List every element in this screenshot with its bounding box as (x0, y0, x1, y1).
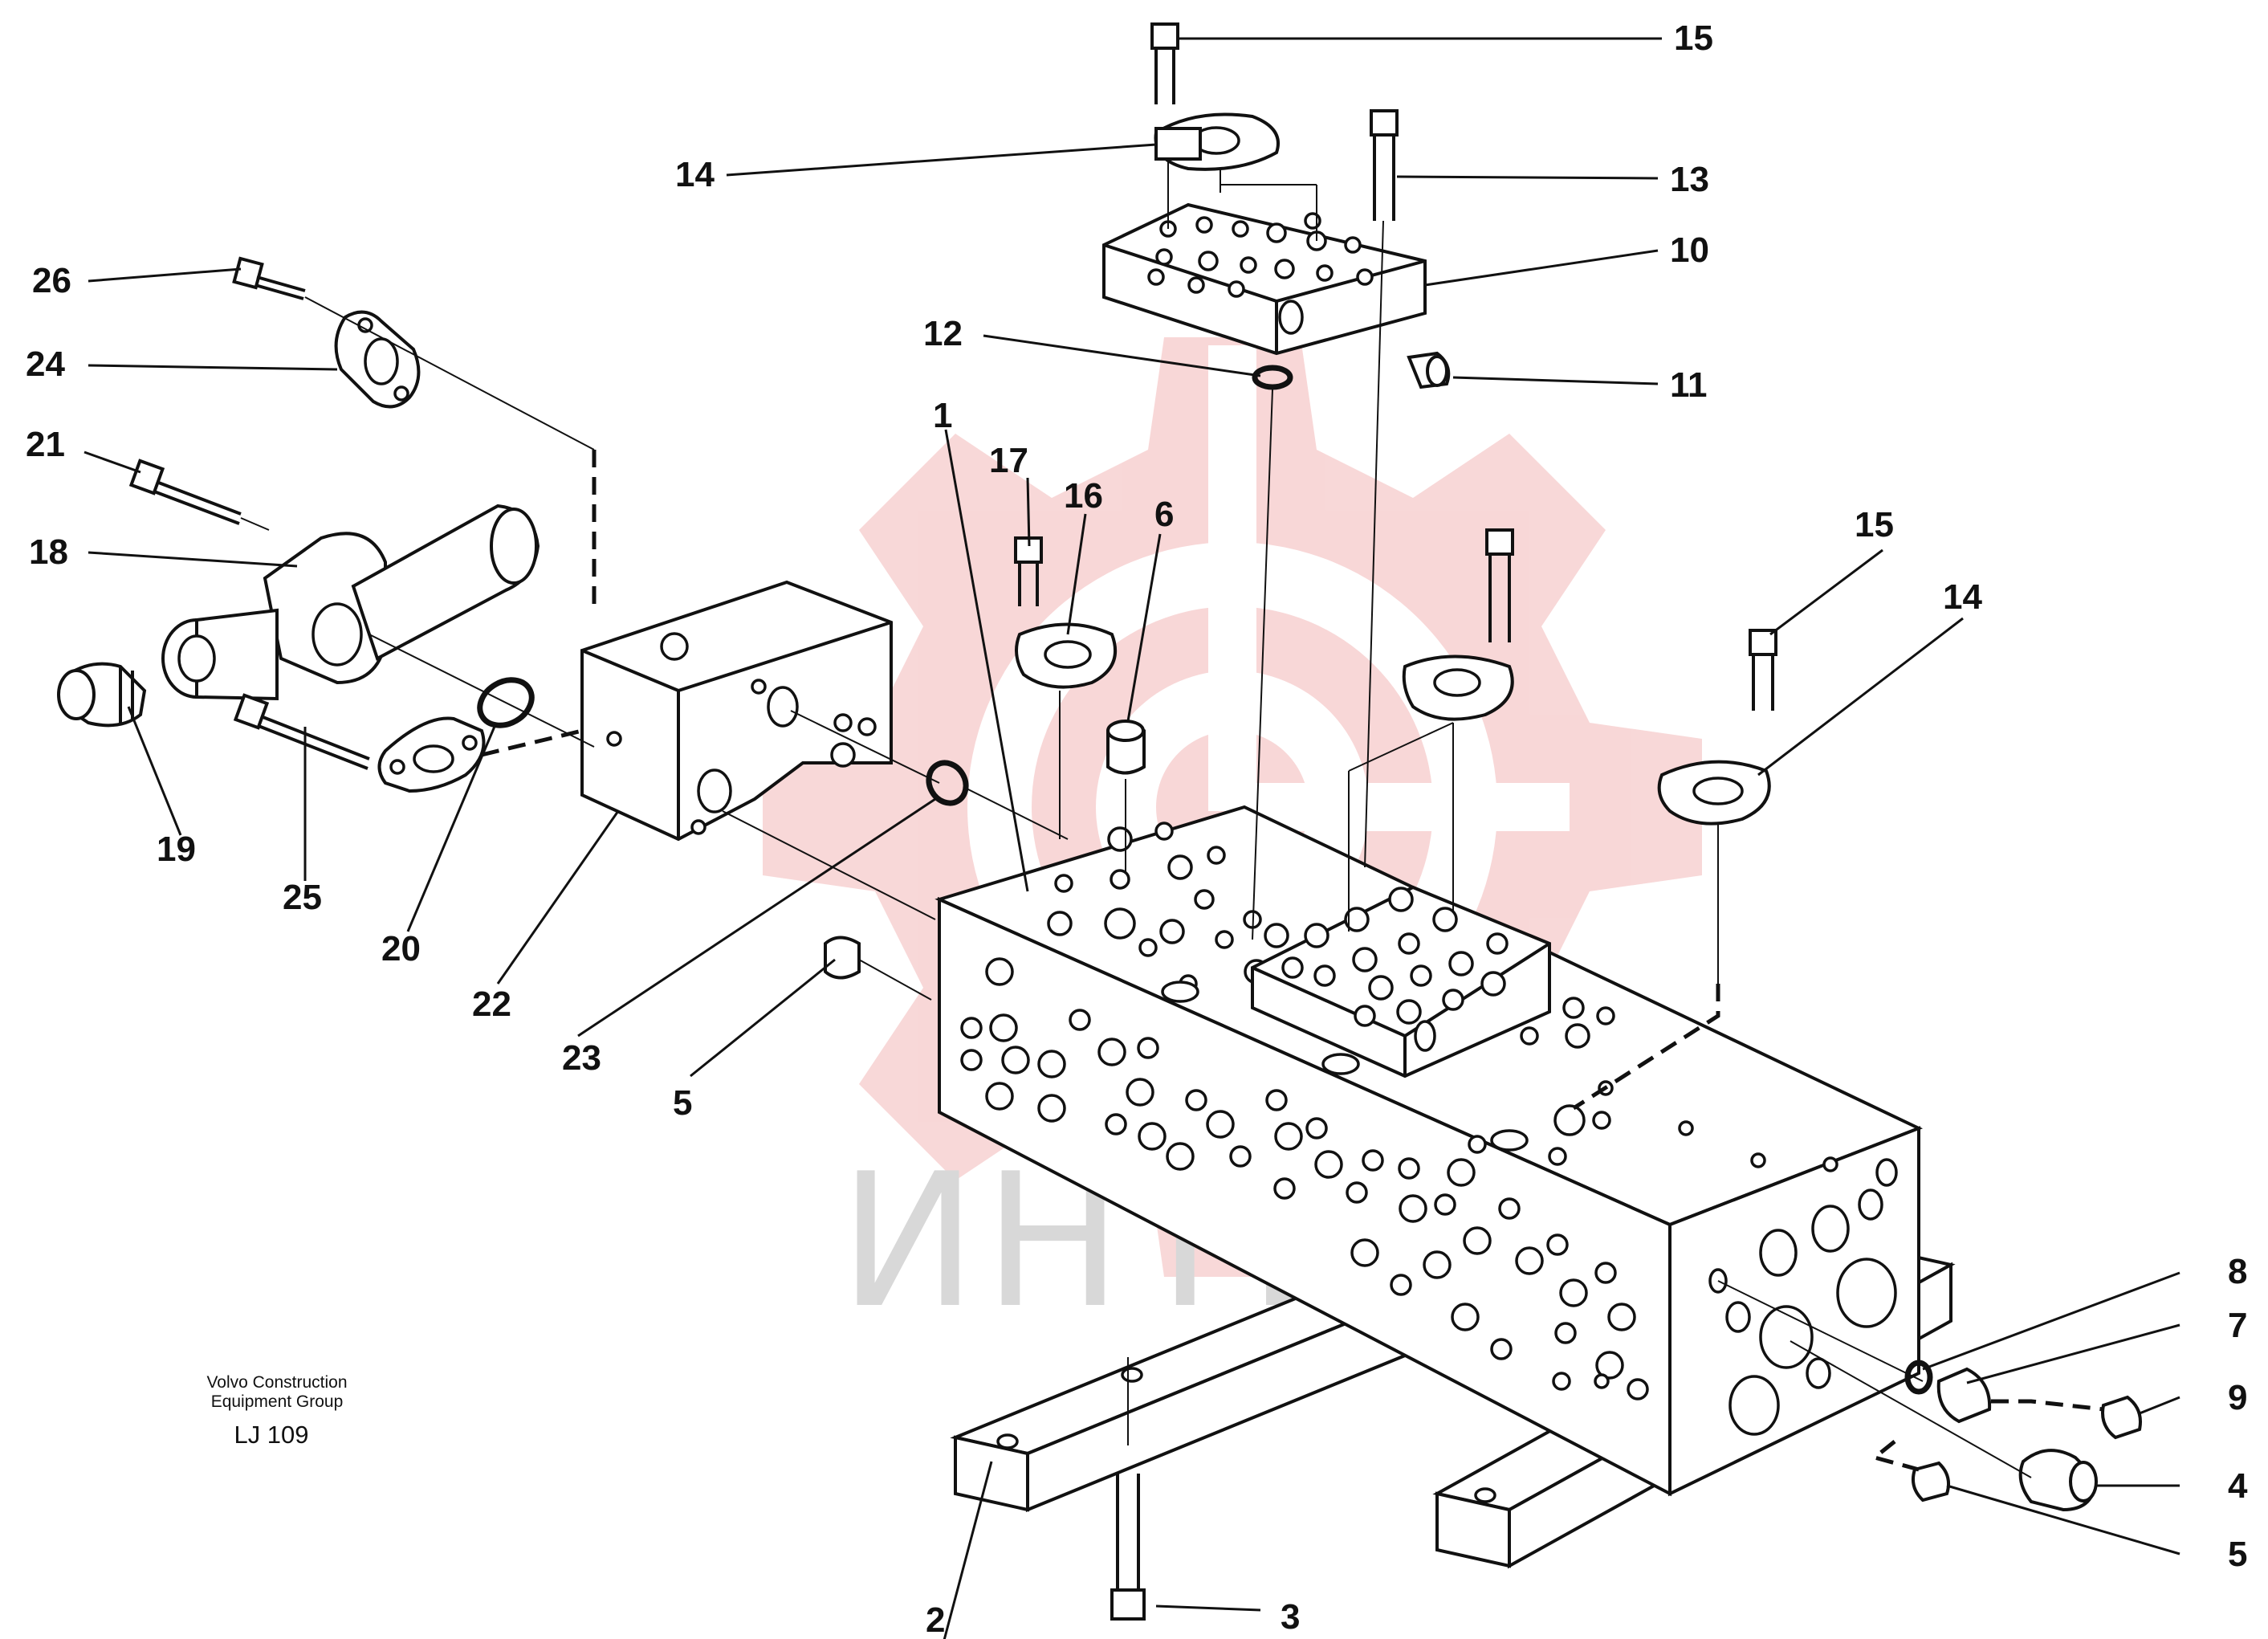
plug-9 (2101, 1395, 2142, 1440)
callout-5-right: 5 (2228, 1535, 2247, 1574)
clamp-16 (1015, 622, 1117, 689)
callout-21: 21 (26, 425, 65, 464)
clamp-middle (1402, 654, 1514, 721)
callout-1: 1 (933, 396, 952, 435)
sub-plate (1251, 885, 1551, 1078)
bolt-middle (1485, 528, 1514, 642)
plug-5-right (1912, 1461, 1950, 1502)
callout-20: 20 (381, 929, 421, 968)
assembly-lines (240, 161, 2104, 1478)
plug-6 (1106, 720, 1146, 775)
top-plate (1102, 202, 1427, 356)
callout-5-left: 5 (673, 1083, 692, 1123)
publisher-line-2: Equipment Group (211, 1392, 344, 1411)
seal-ring-20 (477, 677, 535, 728)
callout-7: 7 (2228, 1306, 2247, 1345)
flange-25 (377, 716, 486, 793)
callout-12: 12 (923, 314, 963, 353)
leader-lines (83, 37, 2180, 1639)
callout-10: 10 (1670, 230, 1709, 270)
bolt-15-top (1150, 22, 1179, 104)
plug-4 (2018, 1449, 2098, 1512)
plug-5-left (824, 936, 861, 980)
fitting-7 (1936, 1367, 1992, 1424)
callout-4: 4 (2228, 1466, 2248, 1506)
bolt-13 (1370, 109, 1399, 221)
callout-8: 8 (2228, 1252, 2247, 1291)
bolt-26 (232, 256, 306, 300)
callout-14-right: 14 (1943, 577, 1982, 617)
callout-18: 18 (29, 532, 68, 572)
bolt-3 (1110, 1474, 1146, 1621)
seal-ring-12 (1252, 365, 1293, 390)
publisher-line-1: Volvo Construction (206, 1373, 347, 1392)
callout-19: 19 (157, 830, 196, 869)
callout-3: 3 (1281, 1597, 1300, 1637)
callout-23: 23 (562, 1038, 601, 1078)
clamp-14-top (1154, 112, 1280, 171)
callout-26: 26 (32, 261, 71, 300)
plug-11 (1407, 351, 1451, 389)
front-face-holes (960, 957, 1649, 1400)
callout-17: 17 (989, 441, 1028, 480)
clamp-14-right (1657, 760, 1771, 826)
callout-13: 13 (1670, 160, 1709, 199)
elbow-pipe (161, 504, 540, 701)
bolt-15-right (1749, 629, 1777, 711)
fitting (57, 662, 147, 728)
callout-2: 2 (926, 1600, 945, 1639)
callout-9: 9 (2228, 1378, 2247, 1417)
callout-22: 22 (472, 985, 511, 1024)
callout-25: 25 (283, 878, 322, 917)
publisher-caption: Volvo Construction Equipment Group LJ 10… (206, 1373, 347, 1449)
callout-6: 6 (1154, 495, 1174, 534)
seal-ring-23 (926, 760, 969, 806)
callout-15-top: 15 (1674, 18, 1713, 58)
bolt-25 (233, 693, 370, 770)
intermediate-block (580, 580, 893, 842)
callout-11: 11 (1670, 365, 1708, 405)
callout-15-right: 15 (1855, 505, 1894, 544)
callout-24: 24 (26, 345, 65, 384)
callouts: 15 14 13 10 12 11 1 17 16 6 15 14 26 24 … (26, 18, 2248, 1639)
drawing-code: LJ 109 (234, 1421, 308, 1449)
seal-ring-8 (1904, 1360, 1933, 1395)
callout-14-top: 14 (675, 155, 715, 194)
bolt-21 (128, 459, 242, 525)
callout-16: 16 (1064, 476, 1103, 516)
flange-24 (334, 310, 421, 409)
